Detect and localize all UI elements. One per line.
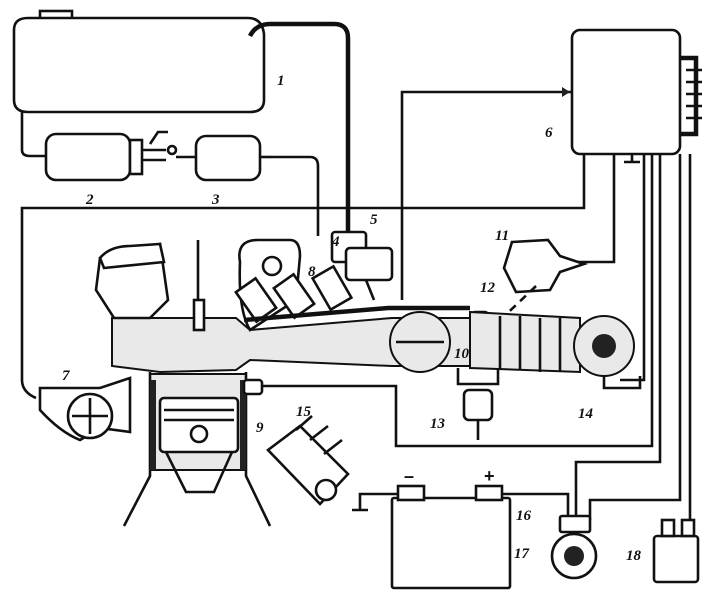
fuel-pump (44, 130, 178, 182)
label-10: 10 (454, 346, 470, 362)
fuel-line-return (247, 21, 351, 232)
label-13: 13 (430, 416, 446, 432)
distributor (266, 415, 350, 506)
battery-minus-sign: – (404, 466, 414, 486)
label-7: 7 (62, 368, 70, 384)
label-18: 18 (626, 548, 642, 564)
temp-sensor (242, 378, 264, 396)
fuel-tank (12, 9, 266, 114)
air-flow-meter (469, 310, 642, 390)
throttle-body (389, 311, 451, 373)
label-15: 15 (296, 404, 312, 420)
label-3: 3 (211, 192, 220, 208)
coolant-temp-sensor (20, 376, 132, 442)
label-4: 4 (331, 234, 340, 250)
label-11: 11 (495, 228, 509, 244)
relay (652, 518, 700, 584)
battery (352, 484, 570, 590)
fuel-rail (243, 305, 470, 323)
label-8: 8 (308, 264, 316, 280)
label-2: 2 (85, 192, 94, 208)
label-14: 14 (578, 406, 594, 422)
label-1: 1 (277, 73, 285, 89)
fuel-line-filter-rail (272, 155, 320, 236)
fuel-filter (176, 134, 272, 182)
label-6: 6 (545, 125, 553, 141)
label-16: 16 (516, 508, 532, 524)
ecu-wiring (20, 87, 692, 520)
label-12: 12 (480, 280, 496, 296)
ignition-coil (550, 514, 598, 580)
cold-start-valve (330, 230, 394, 301)
label-5: 5 (370, 212, 378, 228)
battery-plus-sign: + (484, 466, 495, 486)
engine-block (122, 372, 272, 527)
fuel-line-tank-pump (20, 112, 46, 158)
pressure-regulator (456, 368, 500, 440)
label-9: 9 (256, 420, 264, 436)
injectors (234, 264, 354, 324)
control-unit (570, 28, 702, 156)
intake-horn (94, 242, 170, 320)
label-17: 17 (514, 546, 530, 562)
